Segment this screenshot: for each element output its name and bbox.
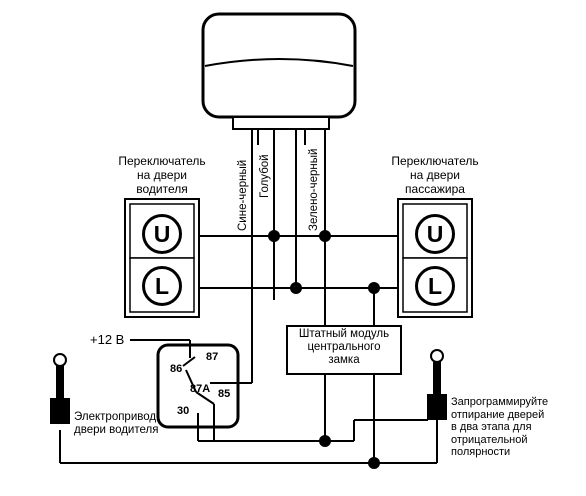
wire-label-blue: Голубой [259, 154, 271, 198]
wire-label-blue-black: Сине-черный [237, 159, 249, 231]
junction-dots [268, 230, 380, 469]
driver-actuator-label: Электропривод двери водителя [74, 411, 159, 436]
driver-switch-title: Переключатель на двери водителя [118, 154, 206, 196]
central-lock-module-label: Штатный модуль центрального замка [288, 328, 400, 367]
passenger-lock-letter: L [415, 266, 455, 306]
passenger-door-actuator [427, 349, 447, 420]
power-label: +12 В [90, 332, 125, 347]
junction-dot [319, 435, 331, 447]
relay-pin-87a: 87А [190, 383, 211, 395]
passenger-unlock-letter: U [415, 214, 455, 254]
passenger-switch-title: Переключатель на двери пассажира [391, 154, 479, 196]
wire-label-green-black: Зелено-черный [308, 148, 320, 231]
main-unit-wires [251, 129, 326, 441]
relay-pin-85: 85 [218, 388, 231, 400]
junction-dot [319, 230, 331, 242]
relay-pin-87: 87 [206, 351, 219, 363]
driver-unlock-letter: U [142, 214, 182, 254]
passenger-actuator-note: Запрограммируйте отпирание дверей в два … [451, 396, 549, 458]
driver-door-actuator [50, 353, 70, 424]
junction-dot [268, 230, 280, 242]
junction-dot [368, 457, 380, 469]
junction-dot [368, 282, 380, 294]
main-unit [201, 12, 357, 130]
relay-pin-86: 86 [170, 363, 183, 375]
junction-dot [290, 282, 302, 294]
relay-pin-30: 30 [177, 405, 190, 417]
driver-lock-letter: L [142, 266, 182, 306]
